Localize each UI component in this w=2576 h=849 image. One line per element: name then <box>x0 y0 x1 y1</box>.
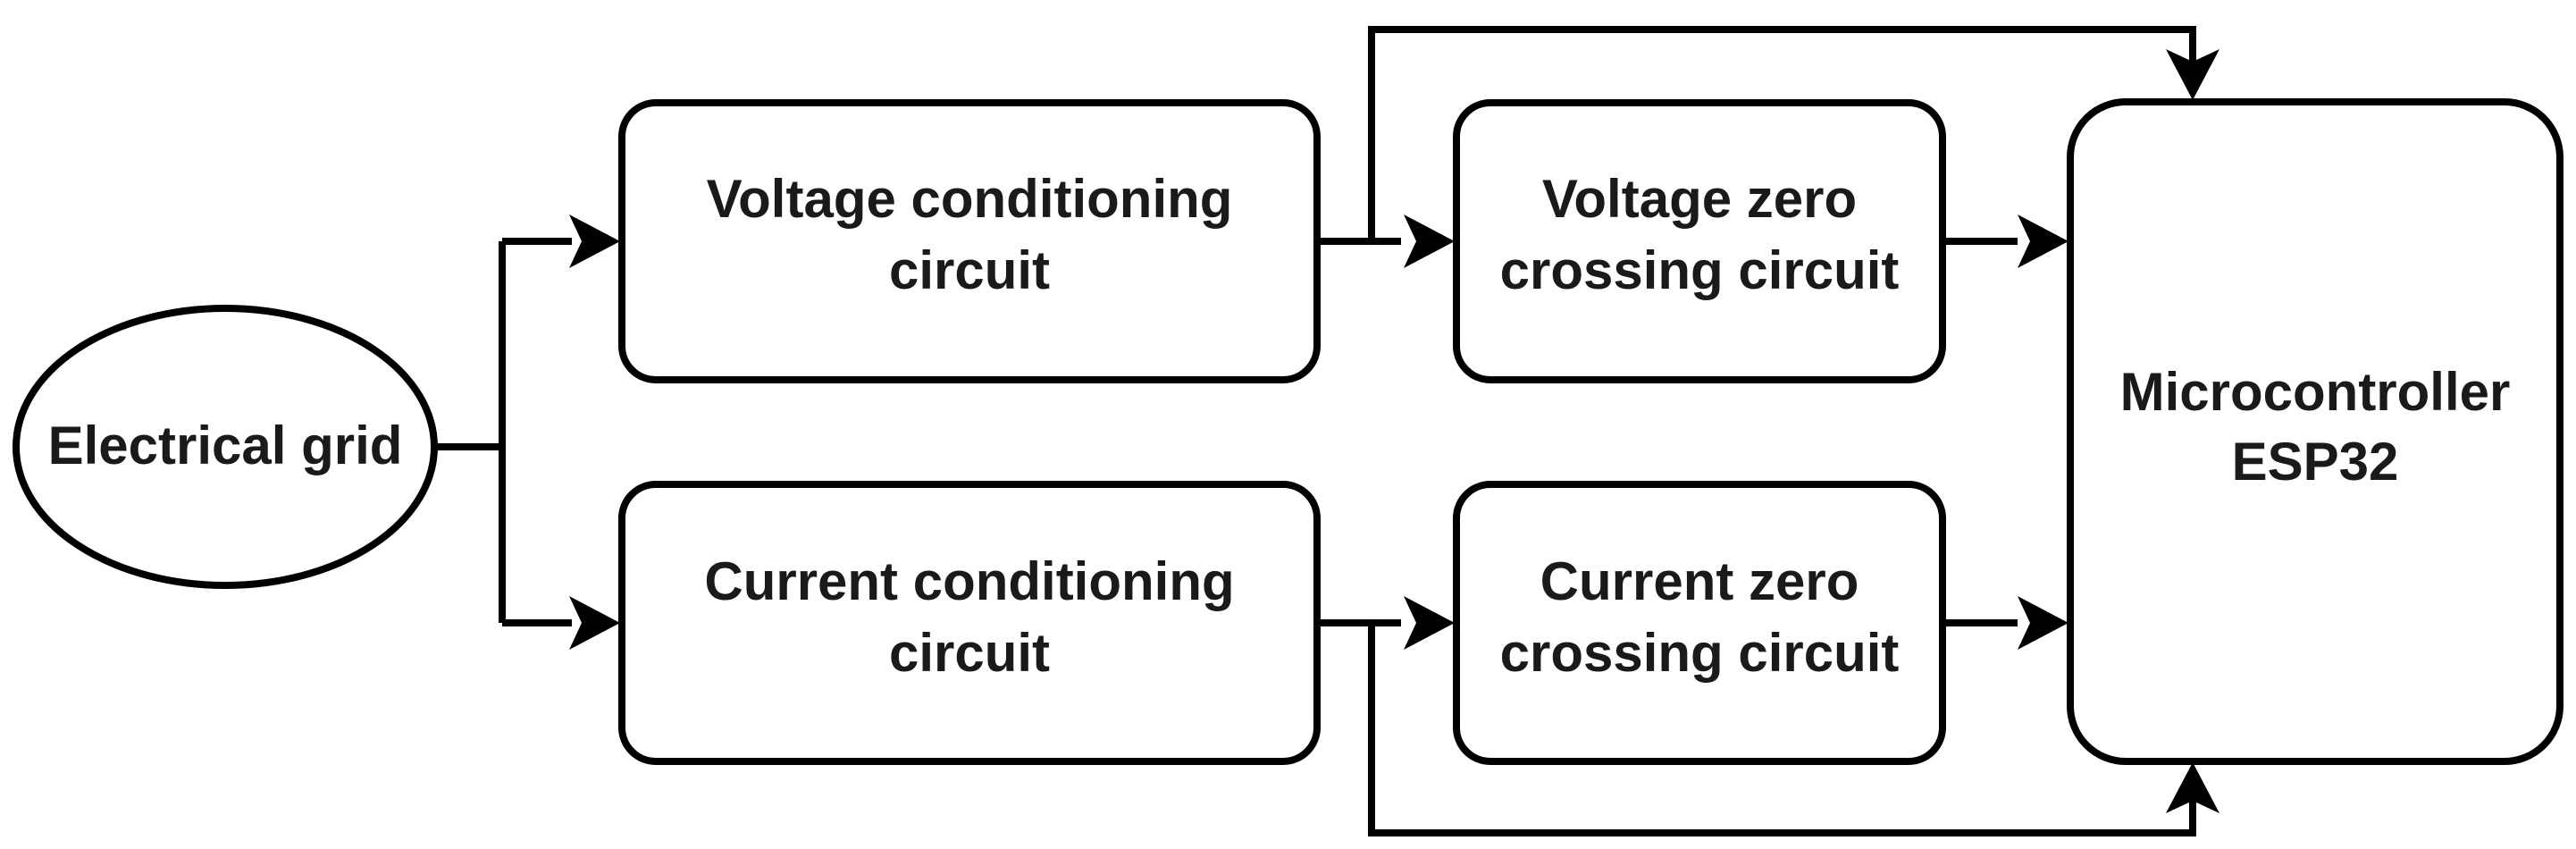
voltage-conditioning-label-line1: Voltage conditioning <box>707 169 1233 229</box>
arrowhead-current-conditioning <box>569 596 620 650</box>
node-electrical-grid: Electrical grid <box>13 305 438 589</box>
arrowhead-current-zero <box>1404 596 1455 650</box>
microcontroller-label-line1: Microcontroller <box>2120 362 2511 422</box>
voltage-zero-crossing-box <box>1453 99 1946 383</box>
voltage-conditioning-label-line2: circuit <box>889 240 1050 300</box>
node-voltage-zero-crossing: Voltage zero crossing circuit <box>1453 99 1946 383</box>
arrowhead-voltage-conditioning <box>569 214 620 268</box>
voltage-conditioning-box <box>618 99 1321 383</box>
node-voltage-conditioning: Voltage conditioning circuit <box>618 99 1321 383</box>
node-microcontroller: Microcontroller ESP32 <box>2067 98 2563 765</box>
connector-current-bypass-to-mcu <box>1368 623 2196 836</box>
arrowhead-mcu-from-voltage-zero <box>2018 214 2068 268</box>
voltage-zero-crossing-label-line2: crossing circuit <box>1500 240 1900 300</box>
arrowhead-mcu-from-current-zero <box>2018 596 2068 650</box>
arrowhead-voltage-zero <box>1404 214 1455 268</box>
current-conditioning-label-line2: circuit <box>889 623 1050 683</box>
arrowhead-mcu-bottom <box>2166 762 2219 813</box>
connector-voltage-bypass-to-mcu <box>1368 26 2196 241</box>
current-conditioning-box <box>618 481 1321 765</box>
current-conditioning-label-line1: Current conditioning <box>704 551 1234 611</box>
electrical-grid-label: Electrical grid <box>48 416 403 475</box>
node-current-zero-crossing: Current zero crossing circuit <box>1453 481 1946 765</box>
current-zero-crossing-label-line2: crossing circuit <box>1500 623 1900 683</box>
electrical-grid-ellipse <box>13 305 438 589</box>
node-current-conditioning: Current conditioning circuit <box>618 481 1321 765</box>
current-zero-crossing-label-line1: Current zero <box>1540 551 1859 611</box>
arrowhead-mcu-top <box>2166 49 2219 100</box>
current-zero-crossing-box <box>1453 481 1946 765</box>
arrowheads <box>569 49 2219 813</box>
voltage-zero-crossing-label-line1: Voltage zero <box>1542 169 1857 229</box>
microcontroller-label-line2: ESP32 <box>2232 432 2399 492</box>
microcontroller-box <box>2067 98 2563 765</box>
connectors <box>438 26 2196 836</box>
